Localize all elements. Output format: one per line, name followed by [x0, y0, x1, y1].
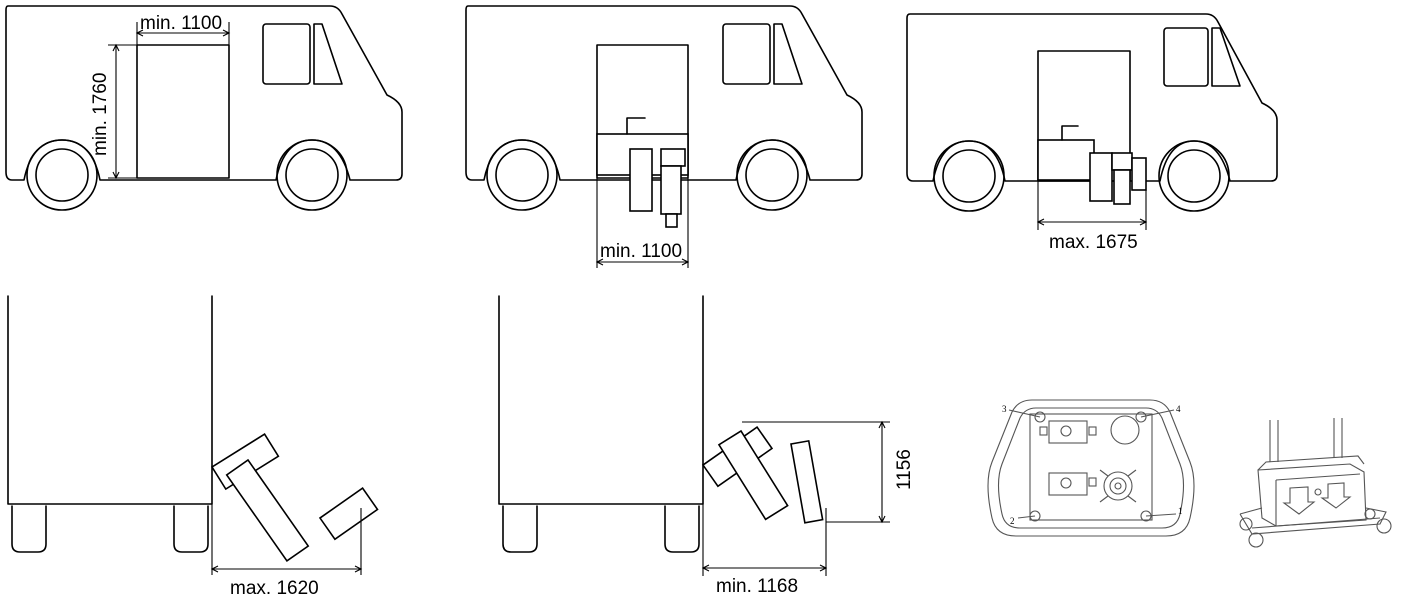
door-opening	[1037, 50, 1131, 182]
part-label-1: 1	[1178, 506, 1183, 516]
van-body	[465, 5, 863, 181]
bumper-foot	[502, 505, 538, 553]
down-arrow-icon	[1282, 486, 1316, 515]
van-door-opening-view: min. 1100 min. 1760	[5, 5, 403, 211]
side-window	[1163, 27, 1209, 87]
ramp-min-length-view: 1156 min. 1168	[498, 295, 915, 597]
ramp-segment	[225, 458, 310, 563]
ramp-segment	[717, 429, 789, 521]
part-label-2: 2	[1010, 516, 1015, 526]
door-width-label: min. 1100	[140, 13, 222, 34]
van-unit-loading-view: min. 1100	[465, 5, 863, 268]
down-arrow-icon	[1320, 482, 1352, 509]
clearance-width-label: min. 1100	[600, 241, 682, 262]
part-label-4: 4	[1176, 404, 1181, 414]
side-window	[262, 23, 311, 85]
ramp-max-length-label: max. 1620	[230, 578, 319, 598]
wheel	[1158, 140, 1230, 212]
vehicle-floor-section	[7, 295, 213, 505]
wheel	[26, 139, 98, 211]
caster-wheel	[1248, 532, 1264, 548]
unit-base	[1037, 139, 1095, 181]
windshield	[1211, 27, 1241, 87]
unit-column	[1089, 152, 1113, 202]
door-opening	[136, 44, 230, 179]
bumper-foot	[173, 505, 209, 553]
bumper-foot	[664, 505, 700, 553]
wheel	[486, 139, 558, 211]
windshield	[773, 23, 803, 85]
ramp-segment	[318, 487, 379, 541]
unit-column	[629, 148, 653, 212]
bumper-foot	[11, 505, 47, 553]
side-window	[722, 23, 771, 85]
van-body	[5, 5, 403, 181]
van-max-length-view: max. 1675	[906, 13, 1278, 253]
van-body	[906, 13, 1278, 182]
unit-top-view: 3 4 2 1	[987, 399, 1195, 537]
max-length-label: max. 1675	[1049, 232, 1138, 253]
windshield	[313, 23, 343, 85]
door-height-label: min. 1760	[90, 73, 111, 156]
ramp-max-length-view: max. 1620	[7, 295, 379, 598]
wheel	[276, 139, 348, 211]
part-label-3: 3	[1002, 404, 1007, 414]
caster-wheel	[1376, 518, 1392, 534]
wheel	[933, 140, 1005, 212]
unit-perspective-view	[1239, 418, 1392, 548]
ramp-min-length-label: min. 1168	[716, 576, 798, 597]
vehicle-floor-section	[498, 295, 704, 505]
ramp-segment	[790, 439, 824, 524]
ramp-height-label: 1156	[894, 449, 915, 490]
port-circle	[1110, 415, 1140, 445]
wheel	[736, 139, 808, 211]
